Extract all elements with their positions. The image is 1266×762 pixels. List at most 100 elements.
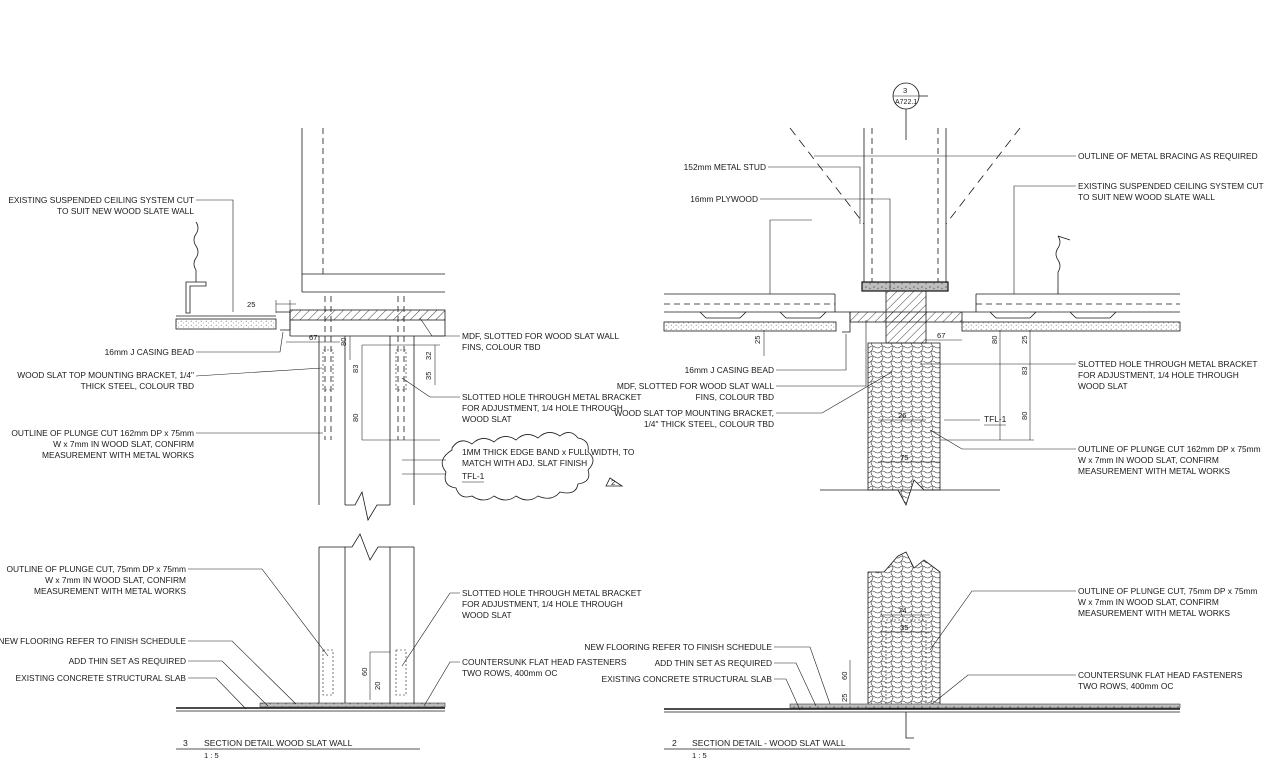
- right-ceiling-label-2: TO SUIT NEW WOOD SLATE WALL: [1078, 192, 1215, 202]
- left-ceiling-label-2: TO SUIT NEW WOOD SLATE WALL: [57, 206, 194, 216]
- right-bracket-label-1: WOOD SLAT TOP MOUNTING BRACKET,: [614, 408, 774, 418]
- left-csk-label-2: TWO ROWS, 400mm OC: [462, 668, 557, 678]
- right-casing-bead: [836, 311, 851, 333]
- right-bottom-dimensions: 74 35 60 25: [840, 606, 930, 708]
- left-flooring-label: NEW FLOORING REFER TO FINISH SCHEDULE: [0, 636, 186, 646]
- left-plunge2-label-3: MEASUREMENT WITH METAL WORKS: [34, 586, 186, 596]
- right-detail-title-block: 2 SECTION DETAIL - WOOD SLAT WALL 1 : 5: [664, 738, 910, 760]
- left-dim-83: 83: [351, 365, 360, 373]
- right-casing-bead-label: 16mm J CASING BEAD: [685, 365, 774, 375]
- right-metal-stud: [861, 128, 949, 292]
- left-title: SECTION DETAIL WOOD SLAT WALL: [204, 738, 353, 748]
- right-plywood-label: 16mm PLYWOOD: [690, 194, 758, 204]
- right-top-dimensions: 67 25 80 25 83 80 26 75: [753, 330, 1034, 463]
- left-casing-bead-label: 16mm J CASING BEAD: [105, 347, 194, 357]
- right-wood-slat-top: [867, 342, 941, 507]
- left-ceiling-hanger: [185, 221, 207, 314]
- left-ceiling-label-1: EXISTING SUSPENDED CEILING SYSTEM CUT: [8, 195, 194, 205]
- left-bracket-label-2: THICK STEEL, COLOUR TBD: [81, 381, 194, 391]
- right-dim-75: 75: [900, 453, 908, 462]
- left-plunge2-label-2: W x 7mm IN WOOD SLAT, CONFIRM: [45, 575, 186, 585]
- right-dim-25b: 25: [1020, 336, 1029, 344]
- left-detail: 25 67 80 83 80 32 35 60 20: [0, 128, 641, 760]
- right-scale: 1 : 5: [692, 751, 707, 760]
- right-section-callout: 3 A722.1: [892, 82, 928, 140]
- right-plunge2-label-2: W x 7mm IN WOOD SLAT, CONFIRM: [1078, 597, 1219, 607]
- left-bracket-label-1: WOOD SLAT TOP MOUNTING BRACKET, 1/4": [17, 370, 194, 380]
- left-casing-bead: [276, 311, 291, 331]
- right-mdf-label-2: FINS, COLOUR TBD: [696, 392, 775, 402]
- left-slab-label: EXISTING CONCRETE STRUCTURAL SLAB: [16, 673, 187, 683]
- left-slot2-label-2: FOR ADJUSTMENT, 1/4 HOLE THROUGH: [462, 599, 623, 609]
- right-detail: 3 A722.1: [584, 82, 1264, 760]
- right-tfl-label: TFL-1: [984, 414, 1007, 424]
- left-ceiling-board: [175, 318, 277, 330]
- left-slot-label-2: FOR ADJUSTMENT, 1/4 HOLE THROUGH: [462, 403, 623, 413]
- left-floor: [176, 702, 446, 712]
- right-stud-label: 152mm METAL STUD: [684, 162, 766, 172]
- right-bracing-left: [789, 127, 865, 225]
- left-top-dimensions: 25 67 80 83 80 32 35: [247, 300, 440, 441]
- left-dim-32: 32: [424, 352, 433, 360]
- right-dim-60: 60: [840, 672, 849, 680]
- left-dim-20: 20: [373, 682, 382, 690]
- right-slab-label: EXISTING CONCRETE STRUCTURAL SLAB: [602, 674, 773, 684]
- right-labels-left: 152mm METAL STUD 16mm PLYWOOD 16mm J CAS…: [584, 162, 893, 711]
- left-revision-cloud: 2: [441, 432, 624, 501]
- right-dim-83: 83: [1020, 367, 1029, 375]
- left-mdf-label-2: FINS, COLOUR TBD: [462, 342, 541, 352]
- left-thinset-label: ADD THIN SET AS REQUIRED: [69, 656, 186, 666]
- left-dim-80a: 80: [339, 338, 348, 346]
- right-bracing-label: OUTLINE OF METAL BRACING AS REQUIRED: [1078, 151, 1258, 161]
- right-callout-number: 3: [903, 86, 907, 95]
- left-dim-80b: 80: [351, 414, 360, 422]
- right-dim-25c: 25: [840, 694, 849, 702]
- left-mdf-band: [289, 309, 446, 321]
- right-plunge-label-1: OUTLINE OF PLUNGE CUT 162mm DP x 75mm: [1078, 444, 1261, 454]
- right-plunge-label-2: W x 7mm IN WOOD SLAT, CONFIRM: [1078, 455, 1219, 465]
- right-csk-label-1: COUNTERSUNK FLAT HEAD FASTENERS: [1078, 670, 1243, 680]
- left-plunge2-label-1: OUTLINE OF PLUNGE CUT, 75mm DP x 75mm: [7, 564, 186, 574]
- right-plunge2-label-3: MEASUREMENT WITH METAL WORKS: [1078, 608, 1230, 618]
- left-edge-label-1: 1MM THICK EDGE BAND x FULL WIDTH, TO: [462, 447, 635, 457]
- right-plywood: [885, 290, 927, 344]
- right-dim-80b: 80: [1020, 412, 1029, 420]
- right-slot-label-1: SLOTTED HOLE THROUGH METAL BRACKET: [1078, 359, 1257, 369]
- right-dim-25a: 25: [753, 336, 762, 344]
- left-scale: 1 : 5: [204, 751, 219, 760]
- right-dim-67: 67: [937, 331, 945, 340]
- right-dim-74: 74: [898, 606, 906, 615]
- right-slot-label-2: FOR ADJUSTMENT, 1/4 HOLE THROUGH: [1078, 370, 1239, 380]
- right-plunge2-label-1: OUTLINE OF PLUNGE CUT, 75mm DP x 75mm: [1078, 586, 1257, 596]
- left-slot2-label-3: WOOD SLAT: [462, 610, 512, 620]
- left-plunge-label-3: MEASUREMENT WITH METAL WORKS: [42, 450, 194, 460]
- right-callout-sheet: A722.1: [895, 99, 917, 106]
- right-bracing-right: [945, 127, 1021, 225]
- left-dim-35: 35: [424, 372, 433, 380]
- right-thinset-label: ADD THIN SET AS REQUIRED: [655, 658, 772, 668]
- left-mdf-label-1: MDF, SLOTTED FOR WOOD SLAT WALL: [462, 331, 619, 341]
- left-csk-label-1: COUNTERSUNK FLAT HEAD FASTENERS: [462, 657, 627, 667]
- left-plunge-label-1: OUTLINE OF PLUNGE CUT 162mm DP x 75mm: [11, 428, 194, 438]
- right-title: SECTION DETAIL - WOOD SLAT WALL: [692, 738, 846, 748]
- right-floor: [664, 703, 1181, 739]
- left-revision-number: 2: [611, 478, 615, 487]
- right-csk-label-2: TWO ROWS, 400mm OC: [1078, 681, 1173, 691]
- left-title-number: 3: [183, 738, 188, 748]
- left-labels: EXISTING SUSPENDED CEILING SYSTEM CUT TO…: [0, 195, 329, 710]
- right-dim-80a: 80: [990, 336, 999, 344]
- left-plunge-label-2: W x 7mm IN WOOD SLAT, CONFIRM: [53, 439, 194, 449]
- right-title-number: 2: [672, 738, 677, 748]
- left-slot2-label-1: SLOTTED HOLE THROUGH METAL BRACKET: [462, 588, 641, 598]
- right-bracket-label-2: 1/4" THICK STEEL, COLOUR TBD: [644, 419, 774, 429]
- left-edge-label-2: MATCH WITH ADJ. SLAT FINISH: [462, 458, 587, 468]
- right-slot-label-3: WOOD SLAT: [1078, 381, 1128, 391]
- left-dim-67: 67: [309, 333, 317, 342]
- left-wood-slats-top: [318, 296, 415, 522]
- right-plunge-label-3: MEASUREMENT WITH METAL WORKS: [1078, 466, 1230, 476]
- right-ceiling-label-1: EXISTING SUSPENDED CEILING SYSTEM CUT: [1078, 181, 1264, 191]
- left-dim-25: 25: [247, 300, 255, 309]
- right-mdf-label-1: MDF, SLOTTED FOR WOOD SLAT WALL: [617, 381, 774, 391]
- right-dim-26: 26: [898, 411, 906, 420]
